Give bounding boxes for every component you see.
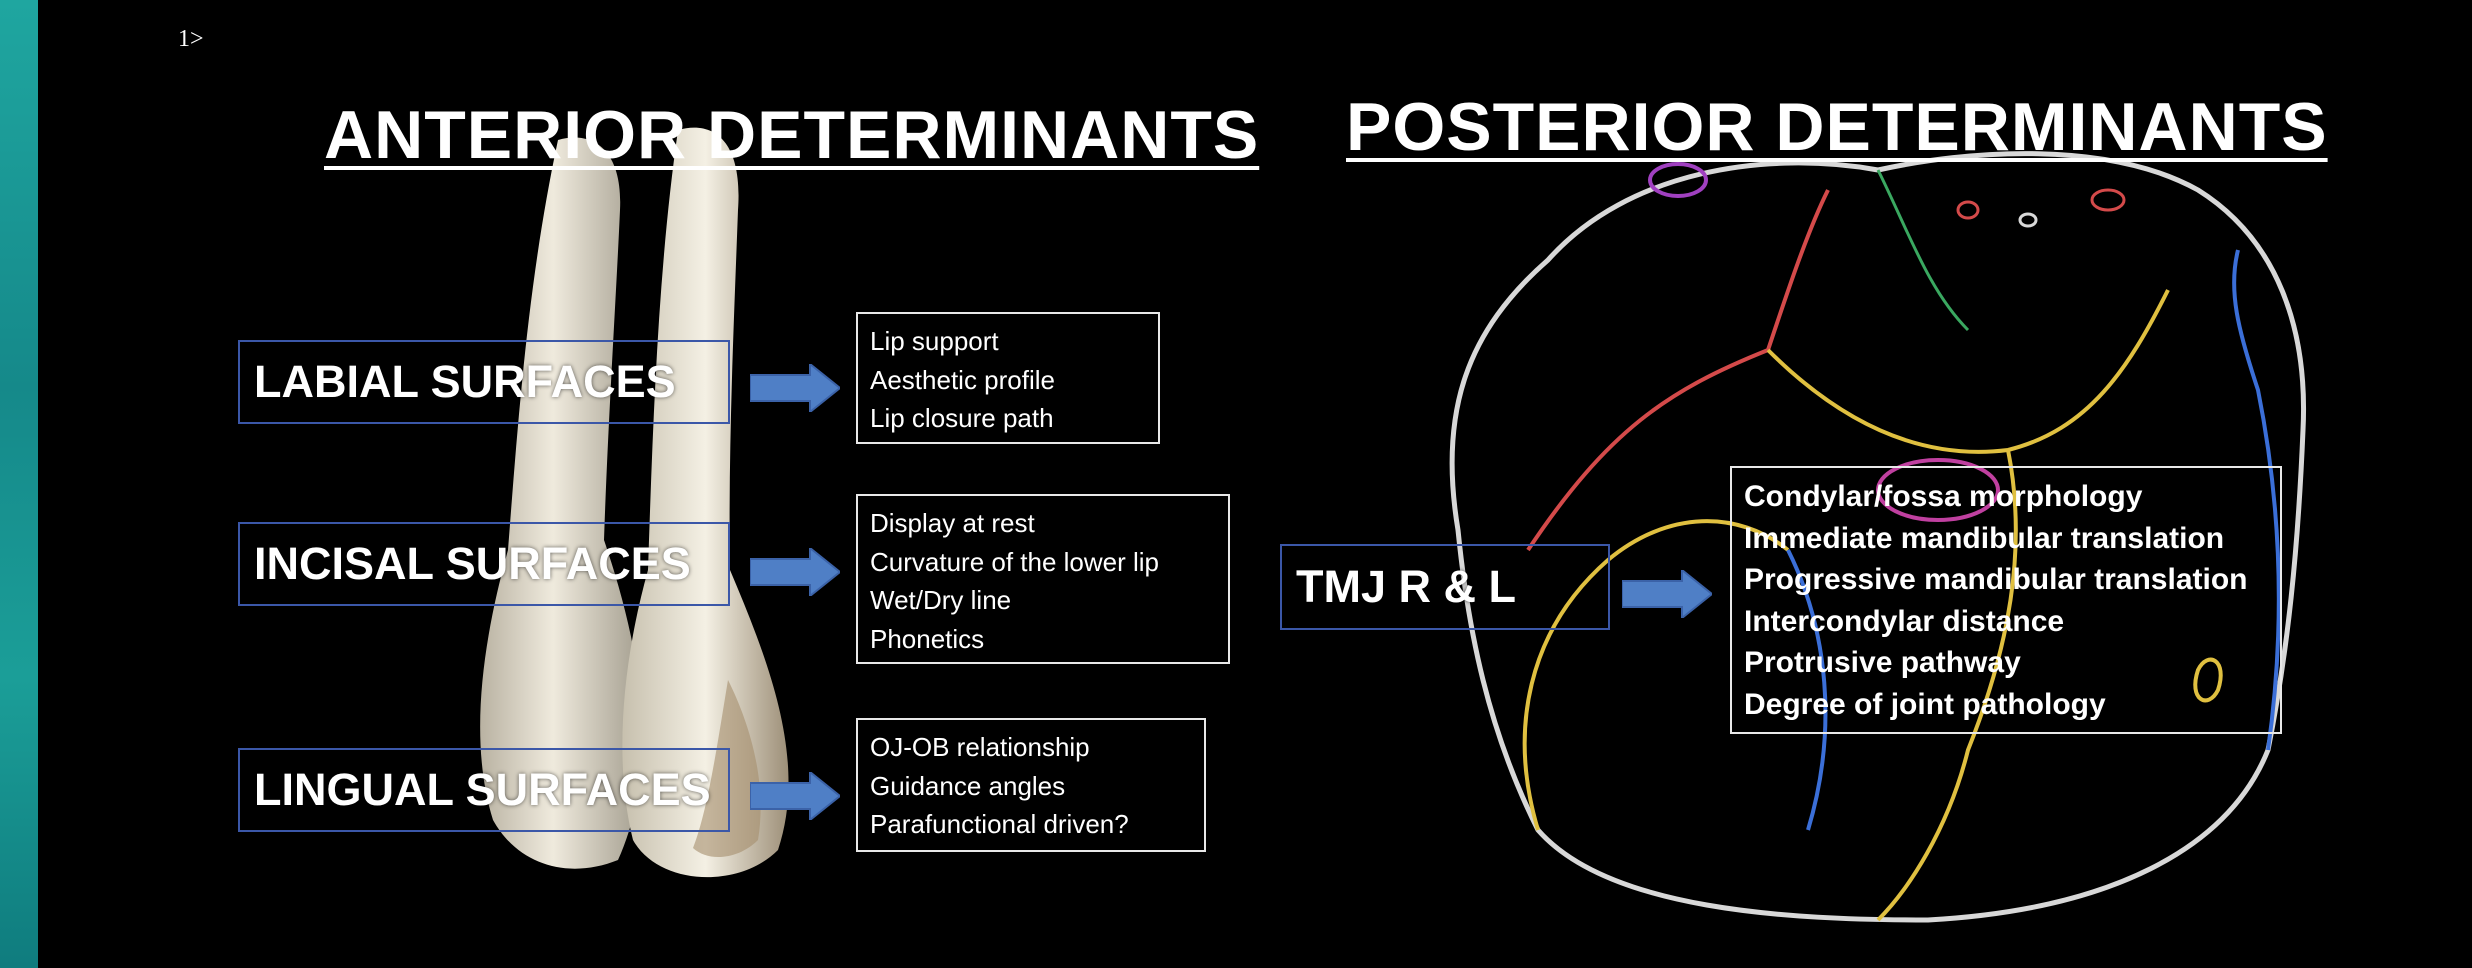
slide: 1> <box>38 0 2472 968</box>
list-item: Lip support <box>870 326 999 356</box>
teal-side-strip <box>0 0 38 968</box>
list-item: Wet/Dry line <box>870 585 1012 615</box>
list-item: Display at rest <box>870 508 1035 538</box>
incisal-details-box: Display at rest Curvature of the lower l… <box>856 494 1230 664</box>
list-item: Aesthetic profile <box>870 364 1055 395</box>
tmj-label: TMJ R & L <box>1296 561 1516 612</box>
tmj-contour-image <box>1449 151 2307 923</box>
list-item: Immediate mandibular translation <box>1744 521 2225 555</box>
lingual-details-box: OJ-OB relationship Guidance angles Paraf… <box>856 718 1206 852</box>
incisal-surfaces-label: INCISAL SURFACES <box>254 538 691 589</box>
lingual-arrow-icon <box>750 772 840 820</box>
list-item: Degree of joint pathology <box>1744 687 2106 721</box>
tmj-arrow-icon <box>1622 570 1712 618</box>
anterior-heading: ANTERIOR DETERMINANTS <box>324 97 1260 173</box>
list-item: Progressive mandibular translation <box>1744 563 2248 596</box>
posterior-heading: POSTERIOR DETERMINANTS <box>1346 89 2328 165</box>
incisal-surfaces-box: INCISAL SURFACES <box>238 522 730 606</box>
list-item: OJ-OB relationship <box>870 732 1090 762</box>
labial-arrow-icon <box>750 364 840 412</box>
list-item: Guidance angles <box>870 770 1066 801</box>
teeth-image <box>480 127 789 878</box>
lingual-surfaces-label: LINGUAL SURFACES <box>254 764 711 815</box>
list-item: Phonetics <box>870 623 985 654</box>
tmj-box: TMJ R & L <box>1280 544 1610 630</box>
list-item: Parafunctional driven? <box>870 809 1129 839</box>
list-item: Protrusive pathway <box>1744 646 2021 679</box>
labial-surfaces-label: LABIAL SURFACES <box>254 356 676 407</box>
list-item: Curvature of the lower lip <box>870 546 1160 577</box>
incisal-arrow-icon <box>750 548 840 596</box>
tmj-details-box: Condylar/fossa morphology Immediate mand… <box>1730 466 2282 734</box>
labial-surfaces-box: LABIAL SURFACES <box>238 340 730 424</box>
list-item: Lip closure path <box>870 403 1054 433</box>
labial-details-box: Lip support Aesthetic profile Lip closur… <box>856 312 1160 444</box>
slide-number: 1> <box>178 26 204 52</box>
list-item: Intercondylar distance <box>1744 604 2065 638</box>
lingual-surfaces-box: LINGUAL SURFACES <box>238 748 730 832</box>
list-item: Condylar/fossa morphology <box>1744 480 2143 513</box>
